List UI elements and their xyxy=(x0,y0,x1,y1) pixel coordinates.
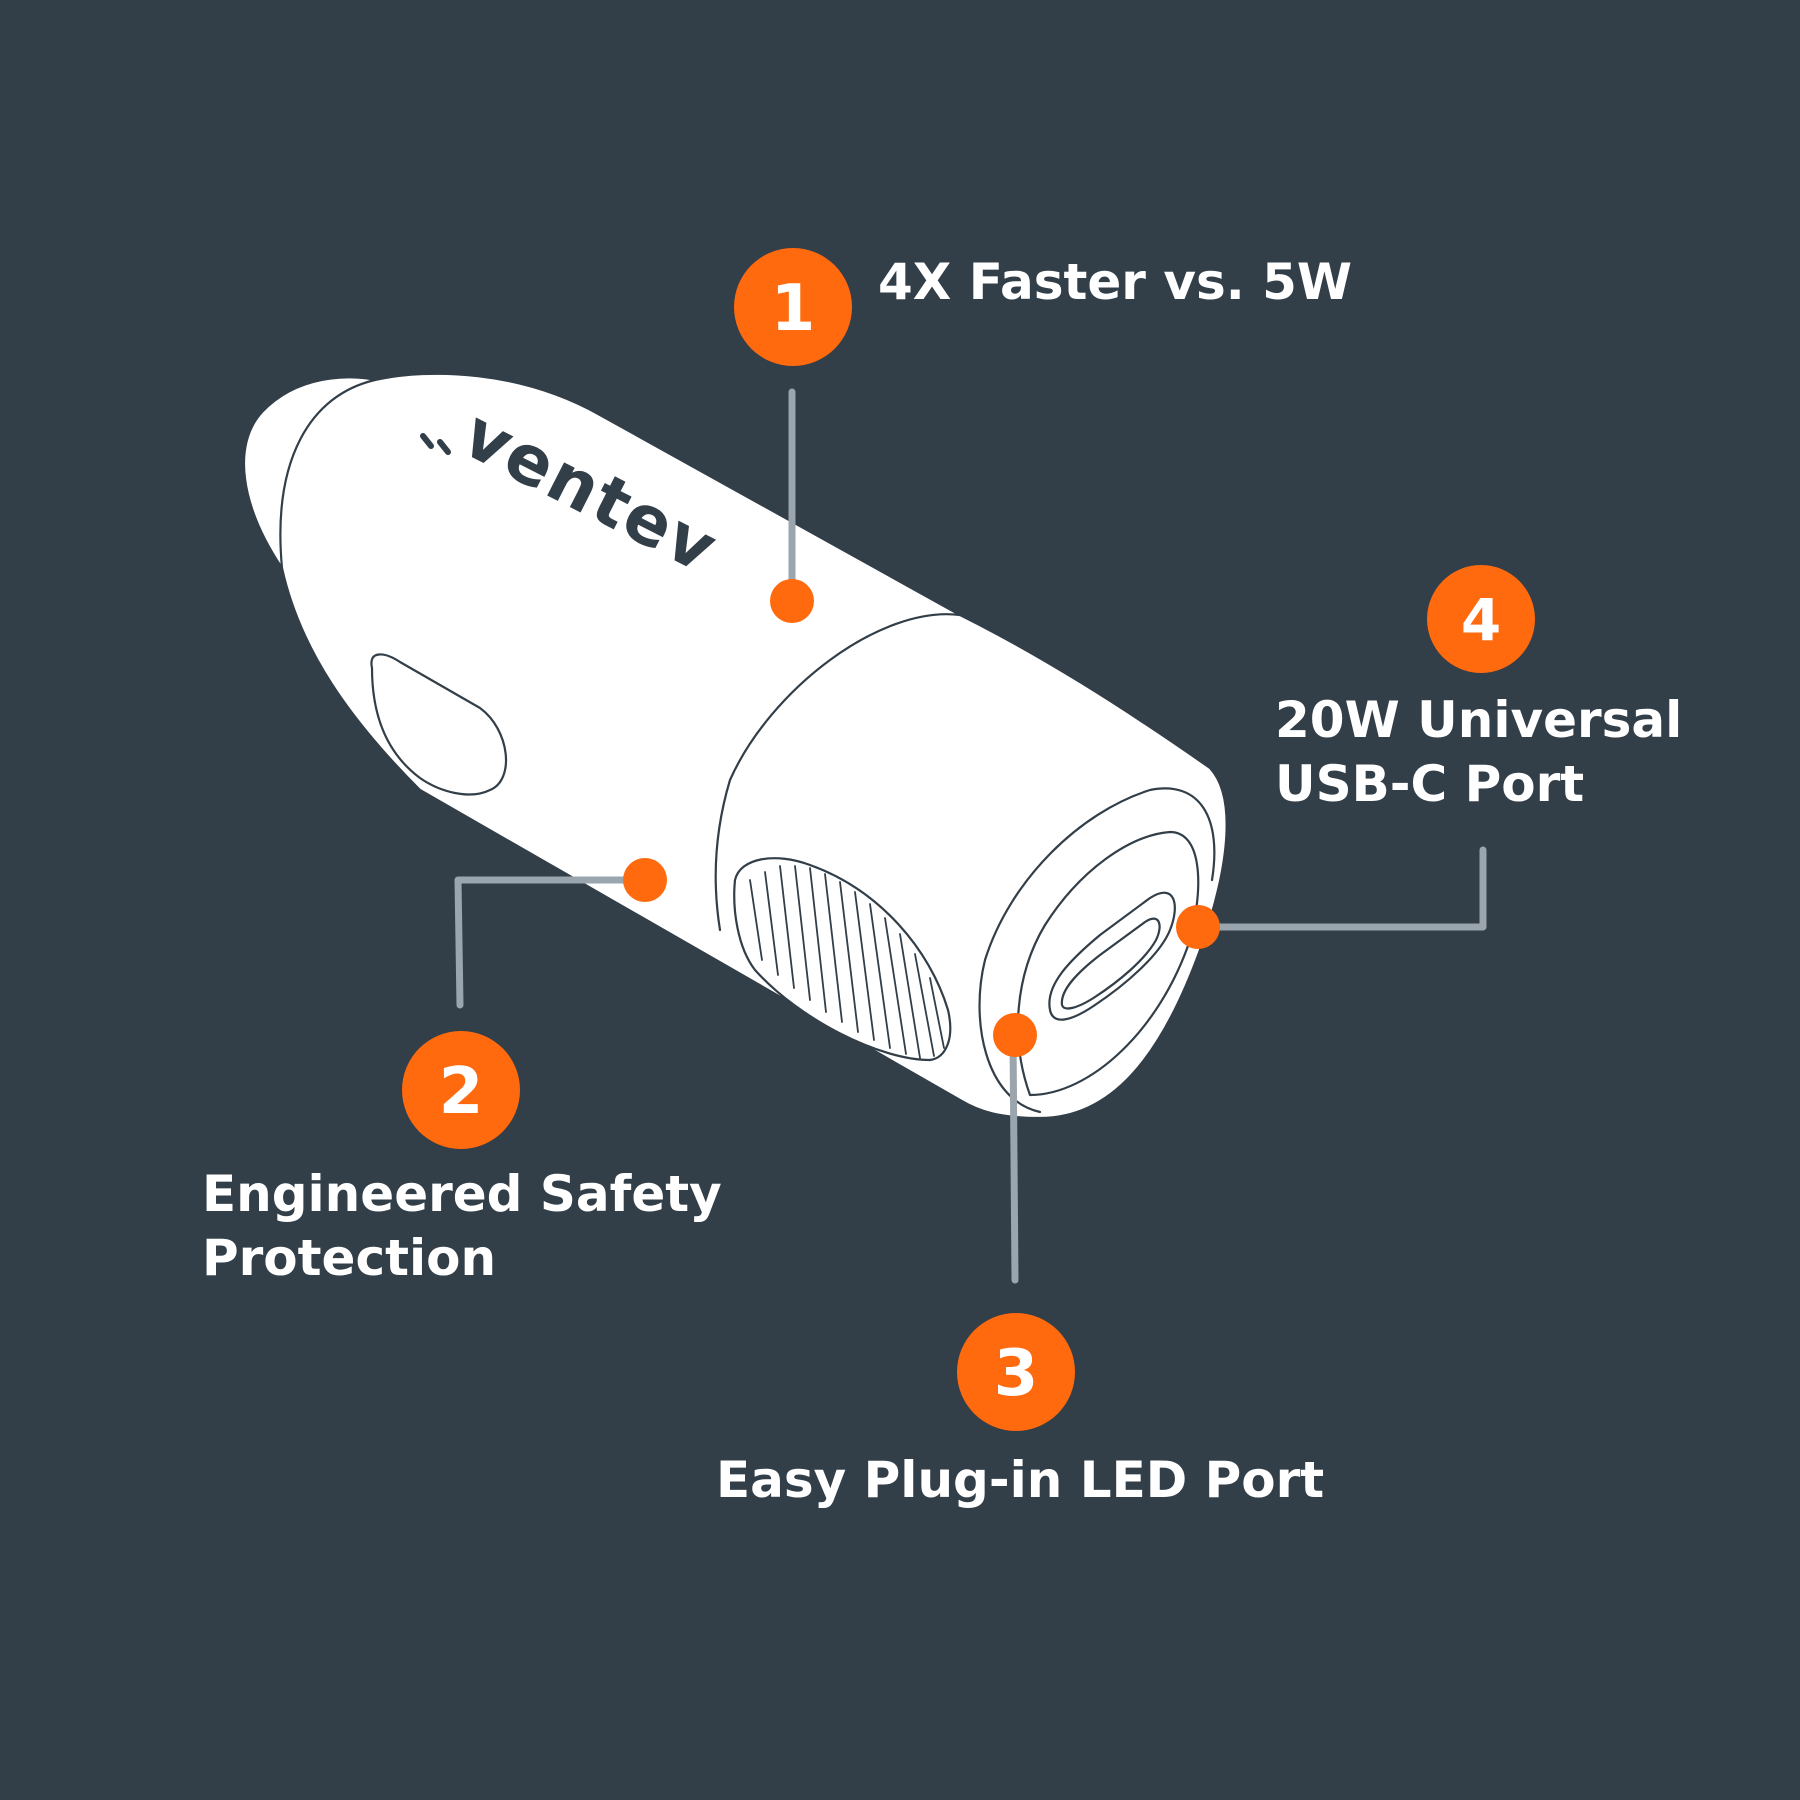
leader-line-3 xyxy=(1009,1034,1019,1284)
charger-grip xyxy=(733,857,952,1062)
charger-body xyxy=(279,372,1228,1120)
number-badge-4: 4 xyxy=(1427,565,1535,673)
leader-line-4 xyxy=(1194,846,1487,931)
grip-ridges xyxy=(749,865,945,1059)
car-charger-illustration: ventev xyxy=(242,372,1228,1120)
feature-label-4: 20W Universal USB-C Port xyxy=(1275,691,1683,813)
number-badge-2-text: 2 xyxy=(439,1055,484,1129)
callout-dot-3 xyxy=(993,1013,1037,1057)
brand-mark-ticks xyxy=(420,433,451,455)
leader-lines xyxy=(454,388,1487,1284)
feature-label-2: Engineered Safety Protection xyxy=(202,1165,722,1287)
feature-label-1: 4X Faster vs. 5W xyxy=(878,253,1353,311)
charger-front-face-outer xyxy=(978,787,1216,1114)
charger-front-face-inner xyxy=(1016,830,1200,1097)
charger-side-button xyxy=(370,653,508,796)
feature-label-3: Easy Plug-in LED Port xyxy=(716,1451,1325,1509)
number-badge-1-text: 1 xyxy=(771,272,816,346)
number-badge-1: 1 xyxy=(734,248,852,366)
number-badge-2: 2 xyxy=(402,1031,520,1149)
number-badge-3-text: 3 xyxy=(994,1337,1039,1411)
callout-dot-4 xyxy=(1176,905,1220,949)
callout-dot-1 xyxy=(770,579,814,623)
number-badge-4-text: 4 xyxy=(1461,586,1501,654)
leader-line-2 xyxy=(454,876,649,1009)
callout-dots xyxy=(623,579,1220,1057)
charger-collar xyxy=(714,613,962,932)
usb-c-port-inner xyxy=(1060,917,1161,1010)
callout-dot-2 xyxy=(623,858,667,902)
number-badge-3: 3 xyxy=(957,1313,1075,1431)
